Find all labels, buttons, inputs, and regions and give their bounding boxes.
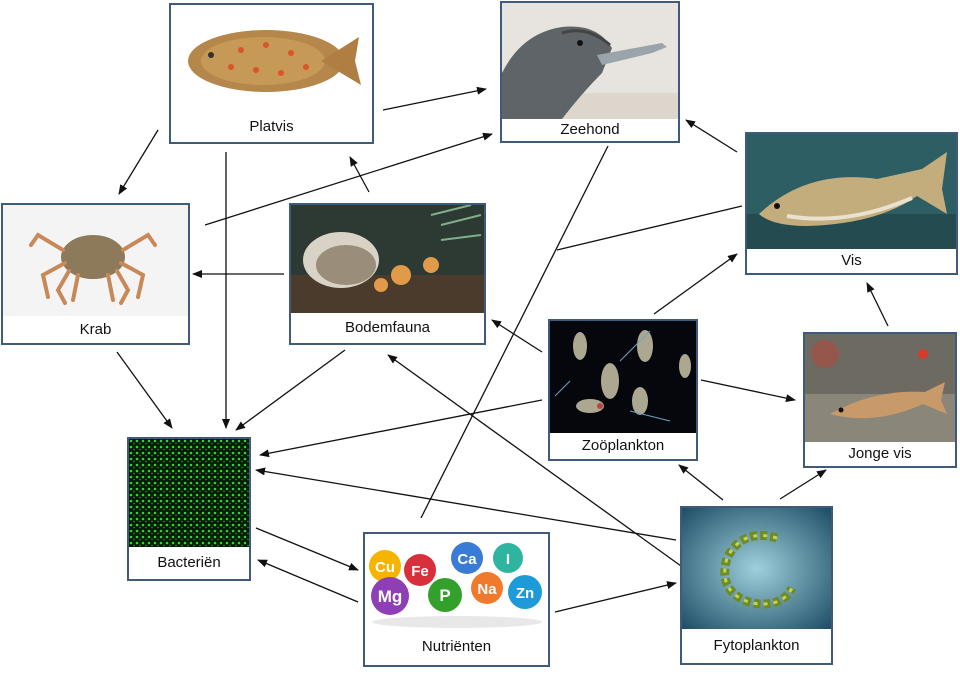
- node-label-vis: Vis: [747, 249, 956, 273]
- node-krab: Krab: [1, 203, 190, 345]
- nutrient-label: I: [506, 551, 510, 568]
- line-vis-nutrienten: [556, 205, 743, 251]
- arrow-zooplankton-vis: [653, 253, 738, 315]
- nutrient-label: Na: [477, 581, 497, 598]
- node-label-zeehond: Zeehond: [502, 119, 678, 141]
- arrow-krab-bacterien: [116, 351, 173, 429]
- nutrient-spheres-image: Cu Fe Ca I Mg P Na Zn: [365, 534, 548, 629]
- node-platvis: Platvis: [169, 3, 374, 144]
- seal-image: [502, 3, 678, 119]
- node-fytoplankton: Fytoplankton: [680, 506, 833, 665]
- arrow-platvis-zeehond: [382, 86, 487, 111]
- arrow-platvis-krab: [118, 129, 159, 195]
- arrow-nutrienten-fytoplankton: [554, 581, 677, 613]
- nutrient-label: Mg: [378, 587, 403, 606]
- arrow-krab-zeehond: [204, 132, 493, 226]
- crab-image: [3, 205, 188, 316]
- nutrient-label: Zn: [516, 585, 534, 602]
- young-fish-image: [805, 334, 955, 442]
- node-nutrienten: Cu Fe Ca I Mg P Na Zn Nutriënten: [363, 532, 550, 667]
- nutrient-label: Ca: [457, 551, 477, 568]
- arrow-bacterien-nutrienten: [255, 527, 359, 571]
- arrow-zooplankton-jongevis: [700, 379, 796, 403]
- arrow-fytoplankton-zooplankton: [678, 464, 724, 501]
- node-label-bacterien: Bacteriën: [129, 547, 249, 579]
- node-label-zooplankton: Zoöplankton: [550, 433, 696, 459]
- line-zeehond-nutrienten: [420, 145, 609, 519]
- node-bacterien: Bacteriën: [127, 437, 251, 581]
- arrow-fytoplankton-bodemfauna: [387, 354, 682, 567]
- plaice-image: [171, 5, 372, 112]
- zooplankton-image: [550, 321, 696, 433]
- node-zeehond: Zeehond: [500, 1, 680, 143]
- arrow-fytoplankton-bacterien: [255, 467, 677, 541]
- arrow-nutrienten-bacterien: [257, 559, 359, 603]
- node-label-bodemfauna: Bodemfauna: [291, 313, 484, 343]
- nutrient-label: P: [439, 586, 450, 605]
- arrow-zooplankton-bodemfauna: [491, 319, 543, 353]
- node-label-platvis: Platvis: [171, 112, 372, 142]
- nutrient-label: Cu: [375, 559, 395, 576]
- node-label-nutrienten: Nutriënten: [365, 629, 548, 665]
- arrow-fytoplankton-jongevis: [779, 469, 827, 500]
- arrow-zooplankton-bacterien: [259, 399, 543, 458]
- arrow-jongevis-vis: [866, 282, 889, 327]
- node-bodemfauna: Bodemfauna: [289, 203, 486, 345]
- arrow-bodemfauna-bacterien: [235, 349, 346, 431]
- phytoplankton-image: [682, 508, 831, 629]
- arrow-bodemfauna-platvis: [349, 156, 370, 193]
- node-zooplankton: Zoöplankton: [548, 319, 698, 461]
- benthic-fauna-image: [291, 205, 484, 313]
- node-jongevis: Jonge vis: [803, 332, 957, 468]
- node-label-krab: Krab: [3, 316, 188, 343]
- nutrient-label: Fe: [411, 563, 429, 580]
- arrow-vis-zeehond: [685, 119, 738, 153]
- cod-image: [747, 134, 956, 249]
- node-label-fytoplankton: Fytoplankton: [682, 629, 831, 663]
- node-vis: Vis: [745, 132, 958, 275]
- bacteria-image: [129, 439, 249, 547]
- node-label-jongevis: Jonge vis: [805, 442, 955, 466]
